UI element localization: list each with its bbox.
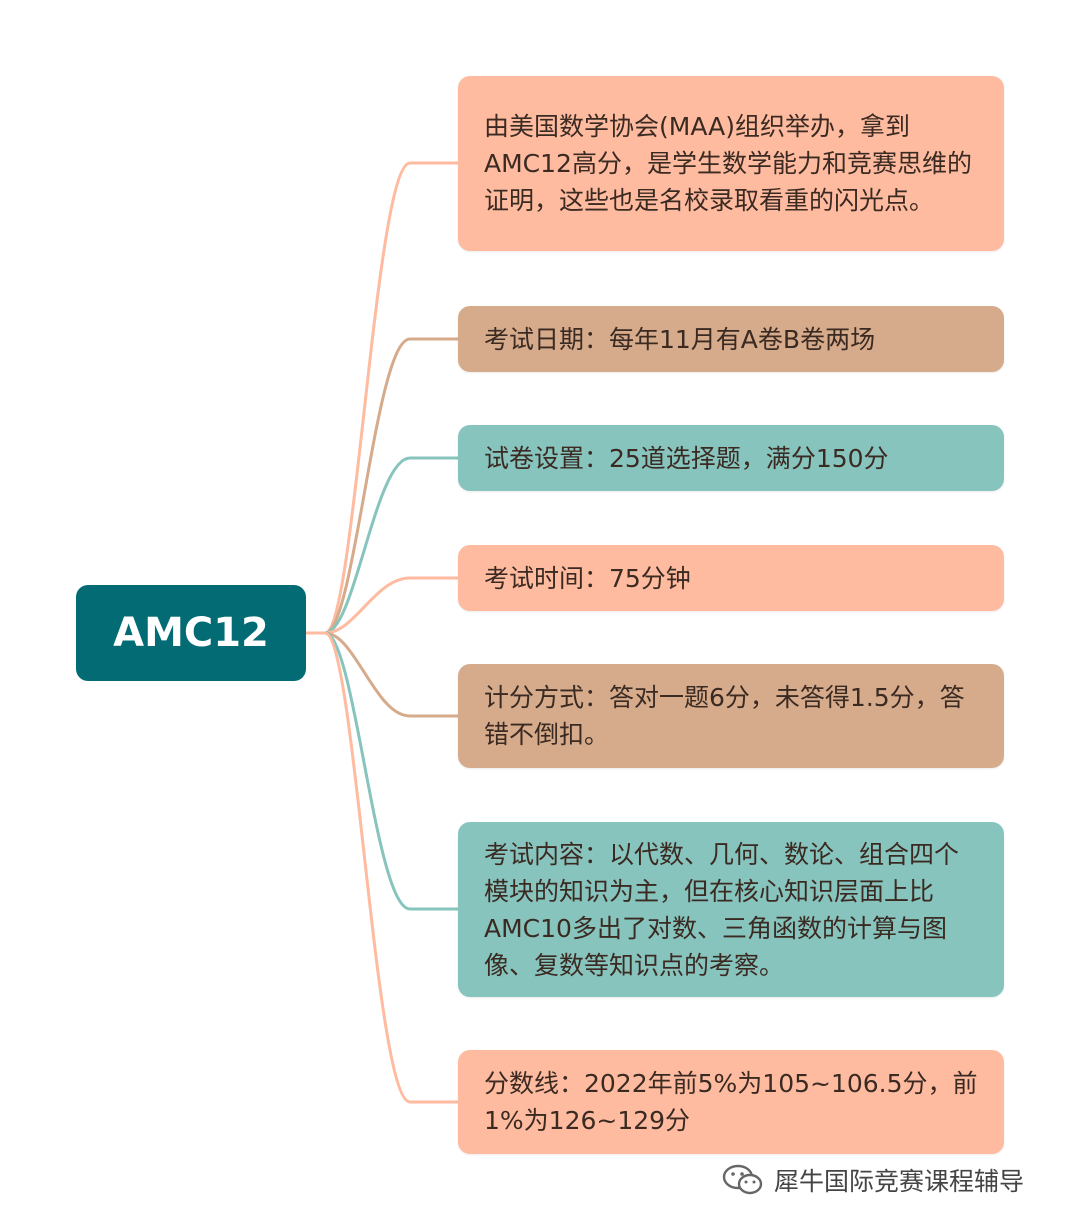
branch-text: 考试日期：每年11月有A卷B卷两场 [484,324,876,354]
branch-node-organizer: 由美国数学协会(MAA)组织举办，拿到AMC12高分，是学生数学能力和竞赛思维的… [458,76,1004,251]
connector-4 [306,576,458,635]
branch-text: 考试时间：75分钟 [484,563,691,593]
branch-node-content: 考试内容：以代数、几何、数论、组合四个模块的知识为主，但在核心知识层面上比AMC… [458,822,1004,997]
branch-node-exam-duration: 考试时间：75分钟 [458,545,1004,611]
branch-text: 分数线：2022年前5%为105~106.5分，前1%为126~129分 [484,1069,978,1135]
branch-text: 考试内容：以代数、几何、数论、组合四个模块的知识为主，但在核心知识层面上比AMC… [484,839,960,980]
branch-text: 计分方式：答对一题6分，未答得1.5分，答错不倒扣。 [484,683,965,749]
branch-node-scoring: 计分方式：答对一题6分，未答得1.5分，答错不倒扣。 [458,664,1004,768]
branch-text: 由美国数学协会(MAA)组织举办，拿到AMC12高分，是学生数学能力和竞赛思维的… [484,112,972,215]
connector-6 [306,631,458,911]
connector-3 [306,456,458,635]
connector-2 [306,337,458,635]
connector-7 [306,631,458,1104]
branch-node-cutoff: 分数线：2022年前5%为105~106.5分，前1%为126~129分 [458,1050,1004,1154]
root-label: AMC12 [113,610,269,656]
root-node: AMC12 [76,585,306,681]
branch-node-paper-format: 试卷设置：25道选择题，满分150分 [458,425,1004,491]
branch-text: 试卷设置：25道选择题，满分150分 [484,443,889,473]
connector-5 [306,631,458,718]
watermark-text: 犀牛国际竞赛课程辅导 [774,1167,1025,1196]
wechat-icon [722,1163,764,1197]
watermark: 犀牛国际竞赛课程辅导 [722,1160,1024,1200]
connector-1 [306,161,458,635]
branch-node-exam-date: 考试日期：每年11月有A卷B卷两场 [458,306,1004,372]
